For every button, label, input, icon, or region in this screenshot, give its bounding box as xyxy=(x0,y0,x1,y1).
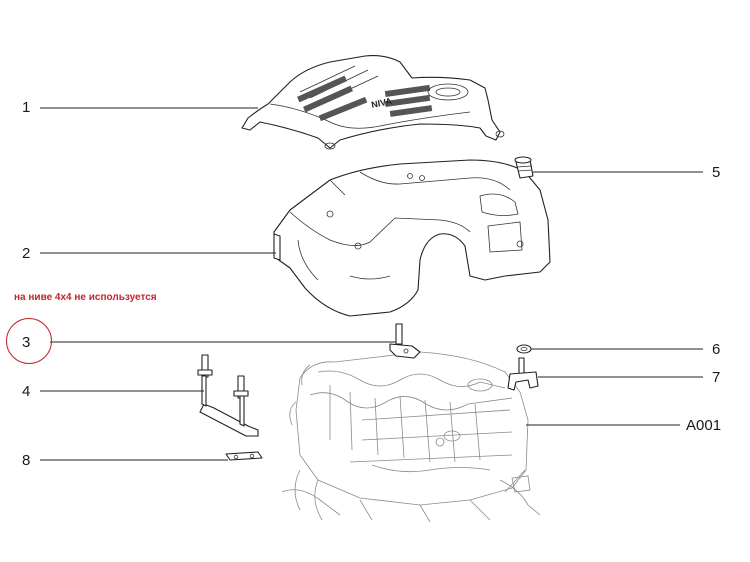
callout-a001: A001 xyxy=(686,417,722,434)
callout-2: 2 xyxy=(22,245,31,262)
part-5-plug xyxy=(514,156,703,179)
callout-6: 6 xyxy=(712,341,721,358)
part-8-plate xyxy=(40,451,263,461)
cover-logo: NIVA xyxy=(370,96,393,110)
callout-5: 5 xyxy=(712,164,721,181)
part-6-washer xyxy=(516,344,703,354)
not-used-note: на ниве 4x4 не используется xyxy=(14,292,157,303)
part-1-upper-cover: NIVA xyxy=(40,55,505,150)
part-7-stud-bracket xyxy=(507,357,703,391)
part-2-lower-cover xyxy=(40,159,551,317)
callout-1: 1 xyxy=(22,99,31,116)
callout-8: 8 xyxy=(22,452,31,469)
engine-assembly xyxy=(281,351,680,523)
part-4-bracket-studs xyxy=(40,354,259,437)
highlight-ring-3 xyxy=(6,318,52,364)
part-3-stud-bracket xyxy=(50,323,421,359)
callout-7: 7 xyxy=(712,369,721,386)
callout-4: 4 xyxy=(22,383,31,400)
